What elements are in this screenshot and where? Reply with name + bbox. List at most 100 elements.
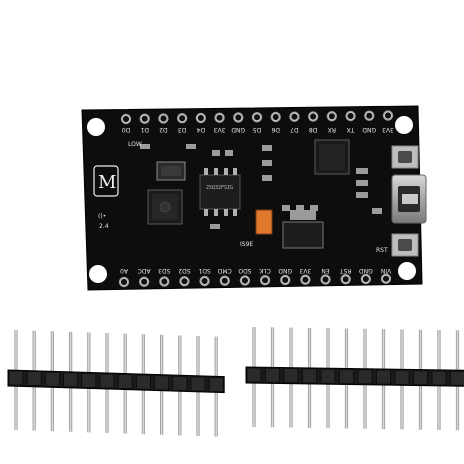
top-pin-label: D6 [271, 126, 280, 133]
header-block [117, 374, 133, 390]
logo-letter: M [98, 172, 116, 193]
bottom-pin-label: 3V3 [299, 267, 311, 274]
header-block [357, 369, 373, 385]
esp8266-chip [147, 189, 183, 225]
top-pin-label: D4 [196, 126, 205, 133]
left-pin-header [7, 330, 225, 437]
top-pin-label: D2 [159, 126, 168, 133]
header-block [394, 369, 410, 385]
bottom-pin-label: VIN [381, 267, 391, 274]
bottom-pin-pad [219, 275, 230, 286]
crystal-oscillator [156, 161, 186, 181]
top-pin-label: D0 [122, 126, 131, 133]
right-pin-header [245, 327, 464, 431]
flash-button [391, 145, 419, 169]
flash-chip-text: 25Q32FSIG [206, 185, 233, 191]
top-pin-label: D8 [309, 126, 318, 133]
top-pin-pad [176, 113, 188, 124]
top-pin-pad [195, 112, 207, 124]
top-pin-pad [382, 110, 394, 121]
header-block [190, 376, 206, 392]
flash-memory-chip: 25Q32FSIG [199, 168, 241, 216]
bottom-pin-label: CLK [258, 267, 271, 274]
silkscreen-rst-text: RST [376, 247, 388, 254]
header-block [172, 375, 188, 391]
bottom-pin-pad [280, 274, 291, 286]
bottom-pin-pad [179, 276, 190, 287]
top-pin-label: 3V3 [382, 126, 394, 133]
tantalum-capacitor [255, 209, 273, 235]
header-block [320, 368, 336, 384]
top-pin-pad [326, 111, 338, 122]
header-block [339, 369, 354, 384]
mount-hole-top-left [87, 118, 105, 136]
top-pin-pad [289, 111, 300, 122]
top-pin-pad [214, 112, 225, 123]
header-block [413, 370, 428, 386]
bottom-pin-pad [239, 275, 251, 286]
top-pin-pad [251, 112, 263, 123]
bottom-pin-label: SD1 [198, 267, 210, 274]
top-pin-pad [158, 113, 169, 124]
header-block [45, 371, 60, 387]
bottom-pin-label: SDO [238, 267, 251, 274]
top-pin-label: TX [347, 126, 356, 133]
bottom-pin-pad [300, 274, 311, 285]
bottom-pin-pad [138, 276, 150, 287]
bottom-pin-pad [199, 275, 210, 287]
top-pin-row [120, 110, 394, 125]
header-block [63, 372, 78, 388]
header-block [450, 370, 464, 386]
bottom-pin-pad [380, 273, 392, 284]
top-pin-pad [307, 111, 319, 122]
board-logo: M ((• 2.4 [93, 165, 119, 230]
mount-hole-bottom-right [398, 262, 416, 280]
header-block [431, 370, 447, 386]
bottom-pin-label: CMD [217, 267, 231, 274]
header-block [99, 373, 115, 389]
smd-components [140, 144, 382, 229]
header-block [8, 370, 24, 386]
header-block [154, 375, 170, 391]
silkscreen-ms-text: IS9E [240, 241, 253, 248]
header-block [302, 368, 317, 384]
header-plastic-strip [245, 366, 464, 387]
bottom-pin-label: SD2 [178, 267, 190, 274]
micro-usb-connector [391, 174, 427, 224]
top-pin-label: D3 [178, 126, 187, 133]
usb-serial-chip [314, 139, 350, 175]
reset-button [391, 233, 419, 257]
header-block [81, 372, 97, 388]
header-block [265, 367, 280, 383]
top-pin-pad [120, 113, 132, 125]
top-pin-pad [233, 112, 244, 123]
header-block [376, 369, 391, 385]
bottom-pin-label: EN [321, 267, 329, 274]
top-pin-pad [270, 111, 281, 123]
top-pin-label: 3V3 [214, 126, 226, 133]
top-pin-label: D1 [140, 126, 149, 133]
bottom-pin-label: SD3 [158, 267, 170, 274]
top-pin-pad [364, 110, 375, 121]
bottom-pin-pad [340, 274, 351, 285]
bottom-pin-label: ADC [138, 267, 151, 274]
top-pin-pad [345, 110, 356, 122]
top-pin-pad [139, 113, 150, 124]
bottom-pin-label: RST [340, 267, 352, 274]
top-pin-label: D5 [253, 126, 262, 133]
voltage-regulator [282, 210, 324, 249]
band-text: 2.4 [99, 223, 109, 230]
top-pin-label: D7 [290, 126, 299, 133]
bottom-pin-pad [259, 275, 271, 286]
bottom-pin-label: A0 [120, 267, 128, 274]
top-pin-label: GND [231, 126, 245, 133]
bottom-pin-pad [118, 276, 130, 288]
header-plastic-strip [7, 369, 225, 394]
bottom-pin-label: GND [278, 267, 292, 274]
bottom-pin-pad [360, 273, 372, 285]
bottom-pin-pad [159, 276, 170, 287]
header-block [135, 374, 151, 390]
mount-hole-bottom-left [89, 265, 107, 283]
